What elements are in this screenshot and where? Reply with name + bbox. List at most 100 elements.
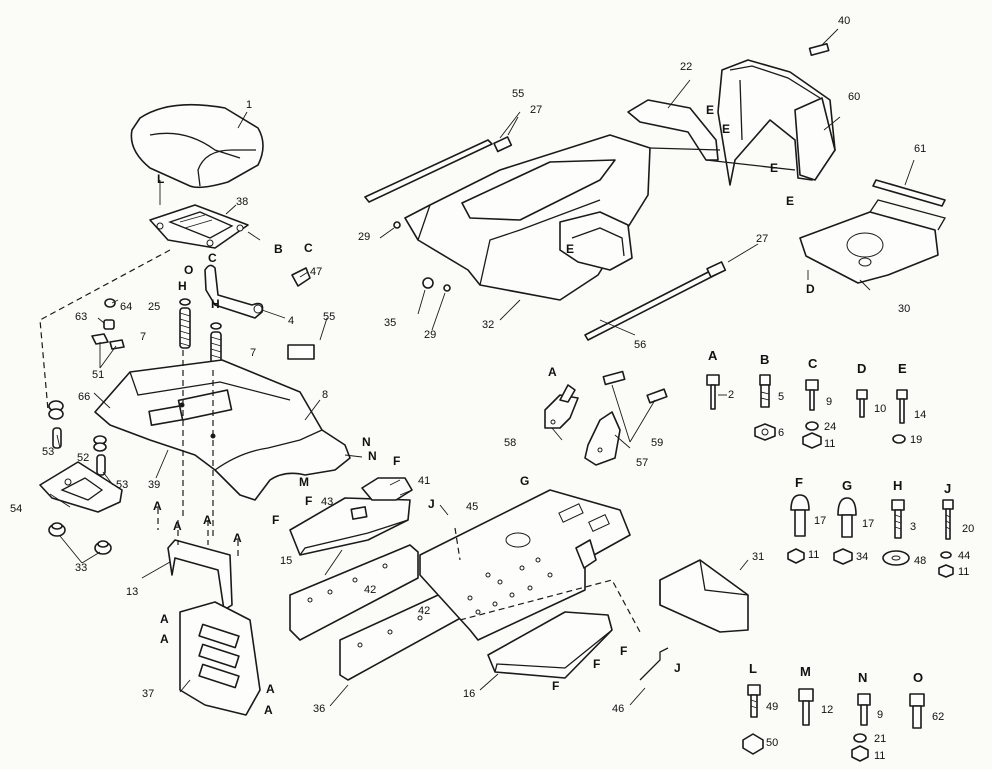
hw-O-letter: O xyxy=(913,670,923,685)
callout-C1: C xyxy=(208,251,217,265)
callout-39: 39 xyxy=(148,479,160,491)
callout-51: 51 xyxy=(92,369,104,381)
callout-58: 58 xyxy=(504,437,516,449)
leader-lines xyxy=(49,28,915,707)
hw-O-part-1: 62 xyxy=(932,711,944,723)
callout-F1: F xyxy=(393,454,400,468)
callout-J1: J xyxy=(428,497,435,511)
callout-63: 63 xyxy=(75,311,87,323)
callout-53a: 53 xyxy=(42,446,54,458)
hw-E-part-1: 14 xyxy=(914,409,926,421)
hw-D-letter: D xyxy=(857,361,866,376)
seat-pan xyxy=(149,204,249,249)
hw-D-part-1: 10 xyxy=(874,403,886,415)
hw-H-letter: H xyxy=(893,478,902,493)
hw-C-part-2: 24 xyxy=(824,421,836,433)
footrest-right-16 xyxy=(487,611,613,679)
callout-66: 66 xyxy=(78,391,90,403)
callout-F3: F xyxy=(272,513,279,527)
callout-32: 32 xyxy=(482,319,494,331)
panel-37 xyxy=(179,601,261,716)
hw-M-part-1: 12 xyxy=(821,704,833,716)
callout-C2: C xyxy=(304,241,313,255)
bushings-33 xyxy=(48,522,112,555)
callout-1: 1 xyxy=(246,99,252,111)
callout-31: 31 xyxy=(752,551,764,563)
hw-E-part-2: 19 xyxy=(910,434,922,446)
callout-A4: A xyxy=(233,531,242,545)
hw-F-part-1: 17 xyxy=(814,515,826,527)
callout-54: 54 xyxy=(10,503,22,515)
hw-C-part-3: 11 xyxy=(824,438,835,450)
callout-16: 16 xyxy=(463,688,475,700)
callout-22: 22 xyxy=(680,61,692,73)
footrest-left-15 xyxy=(289,497,411,556)
callout-N1: N xyxy=(362,435,371,449)
hw-J-part-3: 11 xyxy=(958,566,969,578)
callout-13: 13 xyxy=(126,586,138,598)
callout-60: 60 xyxy=(848,91,860,103)
hw-G-letter: G xyxy=(842,478,852,493)
plate-30 xyxy=(799,199,946,284)
hw-H-part-1: 3 xyxy=(910,521,916,533)
fender xyxy=(94,359,351,501)
bar-61 xyxy=(872,179,946,207)
callout-55a: 55 xyxy=(323,311,335,323)
callout-42a: 42 xyxy=(364,584,376,596)
callout-35: 35 xyxy=(384,317,396,329)
spring-bracket xyxy=(204,264,264,319)
callout-45: 45 xyxy=(466,501,478,513)
decal-55 xyxy=(287,344,315,360)
callout-H1: H xyxy=(178,279,187,293)
small-parts-63-64-51 xyxy=(91,298,125,350)
callout-M: M xyxy=(299,475,309,489)
callout-H2: H xyxy=(211,297,220,311)
callout-A2: A xyxy=(173,519,182,533)
hw-F-part-2: 11 xyxy=(808,549,819,561)
main-frame xyxy=(419,489,631,641)
clip-47 xyxy=(291,267,311,287)
callout-55b: 55 xyxy=(512,88,524,100)
callout-F4: F xyxy=(552,679,559,693)
bracket-31 xyxy=(659,559,749,633)
callout-29a: 29 xyxy=(358,231,370,243)
hw-J-letter: J xyxy=(944,481,951,496)
callout-A3: A xyxy=(203,513,212,527)
hw-F-letter: F xyxy=(795,475,803,490)
callout-labels: 1 38 L B C O C 47 H H 25 64 63 4 7 7 51 … xyxy=(10,15,926,717)
callout-42b: 42 xyxy=(418,605,430,617)
hw-N-part-1: 9 xyxy=(877,709,883,721)
callout-N2: N xyxy=(368,449,377,463)
callout-A1: A xyxy=(153,499,162,513)
callout-A5: A xyxy=(160,612,169,626)
callout-L: L xyxy=(157,172,164,186)
hw-L-part-2: 50 xyxy=(766,737,778,749)
callout-46: 46 xyxy=(612,703,624,715)
hw-M-letter: M xyxy=(800,664,811,679)
hw-N-part-2: 21 xyxy=(874,733,886,745)
hardware-icons xyxy=(706,374,954,762)
callout-J2: J xyxy=(674,661,681,675)
hw-A-part-1: 2 xyxy=(728,389,734,401)
hw-E-letter: E xyxy=(898,361,907,376)
trim-strips xyxy=(364,42,830,341)
seat-parts-52-53 xyxy=(48,400,107,476)
callout-E2: E xyxy=(722,122,730,136)
seat xyxy=(130,103,264,189)
callout-A9: A xyxy=(548,365,557,379)
callout-37: 37 xyxy=(142,688,154,700)
hw-A-letter: A xyxy=(708,348,718,363)
hw-J-part-2: 44 xyxy=(958,550,970,562)
callout-F5: F xyxy=(593,657,600,671)
hw-G-part-2: 34 xyxy=(856,551,868,563)
callout-O: O xyxy=(184,263,193,277)
callout-38: 38 xyxy=(236,196,248,208)
callout-E1: E xyxy=(706,103,714,117)
callout-25: 25 xyxy=(148,301,160,313)
callout-G: G xyxy=(520,474,529,488)
hw-G-part-1: 17 xyxy=(862,518,874,530)
callout-7a: 7 xyxy=(140,331,146,343)
callout-53b: 53 xyxy=(116,479,128,491)
bracket-41 xyxy=(361,477,413,501)
